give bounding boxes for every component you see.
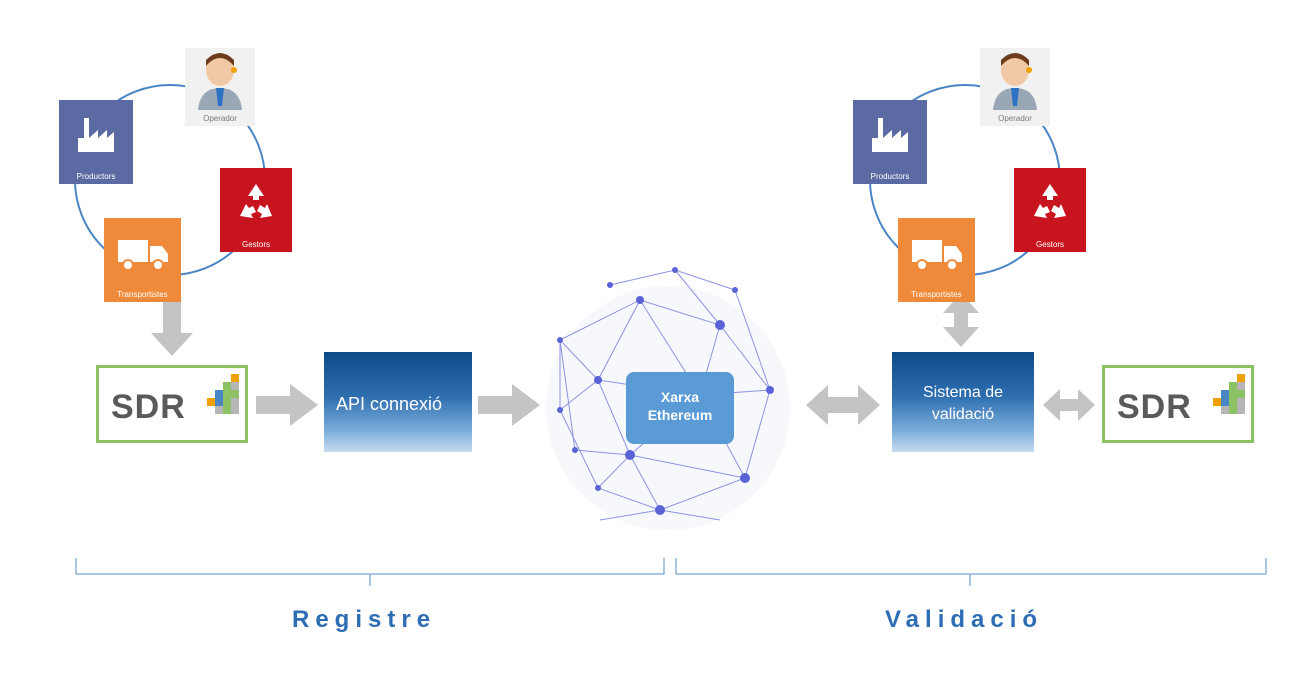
left-sdr-label: SDR <box>111 388 186 426</box>
validation-system-box: Sistema de validació <box>892 352 1034 452</box>
truck-icon <box>911 240 962 271</box>
sdr-logo-icon <box>207 374 239 414</box>
network-line1: Xarxa <box>660 389 700 405</box>
validation-line2: validació <box>931 406 995 423</box>
section-register: Registre <box>292 606 437 633</box>
right-producers-label: Productors <box>870 172 910 181</box>
validation-line1: Sistema de <box>922 384 1004 401</box>
api-connection-box: API connexió <box>324 352 472 452</box>
factory-icon <box>872 118 908 152</box>
left-operator-label: Operador <box>203 114 237 123</box>
right-sdr-box: SDR <box>1102 365 1254 443</box>
left-transporters-tile: Transportistes <box>104 218 181 302</box>
right-operator-tile: Operador <box>980 48 1050 126</box>
right-sdr-label: SDR <box>1117 388 1192 426</box>
operator-icon <box>198 53 242 110</box>
arrow-sdr-api <box>256 384 318 426</box>
right-transporters-label: Transportistes <box>911 290 962 299</box>
flow-arrows <box>151 293 1095 426</box>
api-connection-label: API connexió <box>336 394 443 414</box>
operator-icon <box>993 53 1037 110</box>
brackets <box>75 558 1267 586</box>
arrow-network-validation <box>806 385 880 425</box>
right-transporters-tile: Transportistes <box>898 218 975 302</box>
recycle-icon <box>240 184 272 218</box>
arrow-api-network <box>478 384 540 426</box>
arrow-validation-sdr <box>1043 389 1095 421</box>
recycle-icon <box>1034 184 1066 218</box>
arrow-vertical-right <box>943 293 979 347</box>
section-validation: Validació <box>885 606 1044 633</box>
right-managers-label: Gestors <box>1035 240 1064 249</box>
factory-icon <box>78 118 114 152</box>
right-operator-label: Operador <box>998 114 1032 123</box>
right-producers-tile: Productors <box>853 100 927 184</box>
left-producers-tile: Productors <box>59 100 133 184</box>
left-managers-label: Gestors <box>241 240 270 249</box>
arrow-down-left <box>151 302 193 356</box>
left-transporters-label: Transportistes <box>117 290 168 299</box>
network-line2: Ethereum <box>647 407 713 423</box>
bracket-validation <box>675 558 1267 586</box>
sdr-logo-icon <box>1213 374 1245 414</box>
left-sdr-box: SDR <box>96 365 248 443</box>
left-operator-tile: Operador <box>185 48 255 126</box>
right-managers-tile: Gestors <box>1014 168 1086 252</box>
ethereum-network-box: Xarxa Ethereum <box>626 372 734 444</box>
bracket-register <box>75 558 665 586</box>
truck-icon <box>117 240 168 271</box>
left-producers-label: Productors <box>76 172 116 181</box>
network-nodes <box>557 267 774 515</box>
left-managers-tile: Gestors <box>220 168 292 252</box>
